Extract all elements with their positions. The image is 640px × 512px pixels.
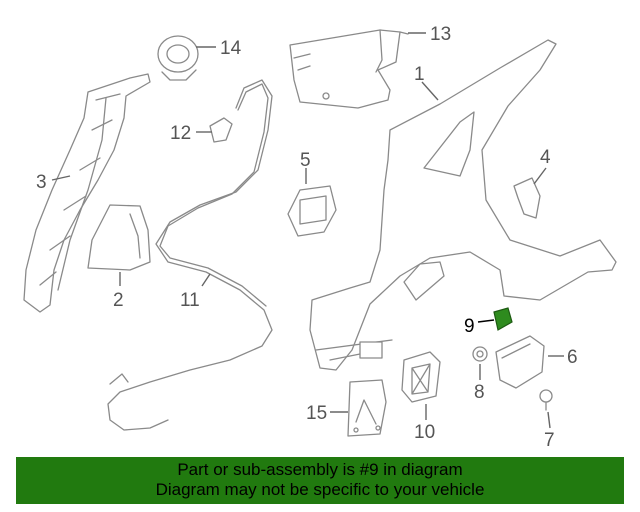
part-13-canister[interactable] (289, 29, 409, 109)
callout-6: 6 (567, 347, 578, 368)
callout-12: 12 (170, 123, 191, 144)
callout-labels: 1 2 3 4 5 6 7 8 9 10 11 12 13 14 15 (36, 24, 578, 451)
callout-14: 14 (220, 38, 242, 59)
info-banner: Part or sub-assembly is #9 in diagram Di… (16, 457, 624, 504)
part-1-quarter-panel[interactable] (309, 39, 617, 371)
callout-15: 15 (306, 403, 327, 424)
callout-3: 3 (36, 172, 47, 193)
part-3-pillar-panel[interactable] (23, 73, 151, 313)
part-15-mount-bracket[interactable] (347, 379, 387, 437)
callout-4: 4 (540, 147, 551, 168)
part-14-filler-housing[interactable] (157, 35, 199, 81)
part-2-trim-panel[interactable] (87, 204, 151, 271)
part-6-fuel-door[interactable] (495, 335, 545, 389)
leader-lines (51, 32, 564, 429)
part-10-bracket-box[interactable] (401, 351, 441, 403)
banner-line-1: Part or sub-assembly is #9 in diagram (177, 460, 463, 479)
callout-10: 10 (414, 422, 435, 443)
callout-13: 13 (430, 24, 451, 45)
callout-5: 5 (300, 150, 311, 171)
callout-11: 11 (180, 290, 200, 311)
part-8-grommet[interactable] (472, 346, 488, 362)
callout-1: 1 (414, 64, 425, 85)
part-12-clip[interactable] (209, 117, 233, 143)
part-5-door-pocket[interactable] (287, 185, 337, 237)
part-11-release-cable[interactable] (107, 79, 273, 431)
callout-2: 2 (113, 290, 124, 311)
part-7-screw[interactable] (539, 389, 553, 411)
part-4-bracket[interactable] (513, 177, 541, 219)
part-9-highlighted[interactable] (493, 307, 513, 331)
callout-8: 8 (474, 382, 485, 403)
banner-line-2: Diagram may not be specific to your vehi… (155, 480, 485, 499)
callout-7: 7 (544, 430, 555, 451)
parts-diagram: 1 2 3 4 5 6 7 8 9 10 11 12 13 14 15 (23, 24, 617, 451)
callout-9: 9 (464, 316, 475, 337)
